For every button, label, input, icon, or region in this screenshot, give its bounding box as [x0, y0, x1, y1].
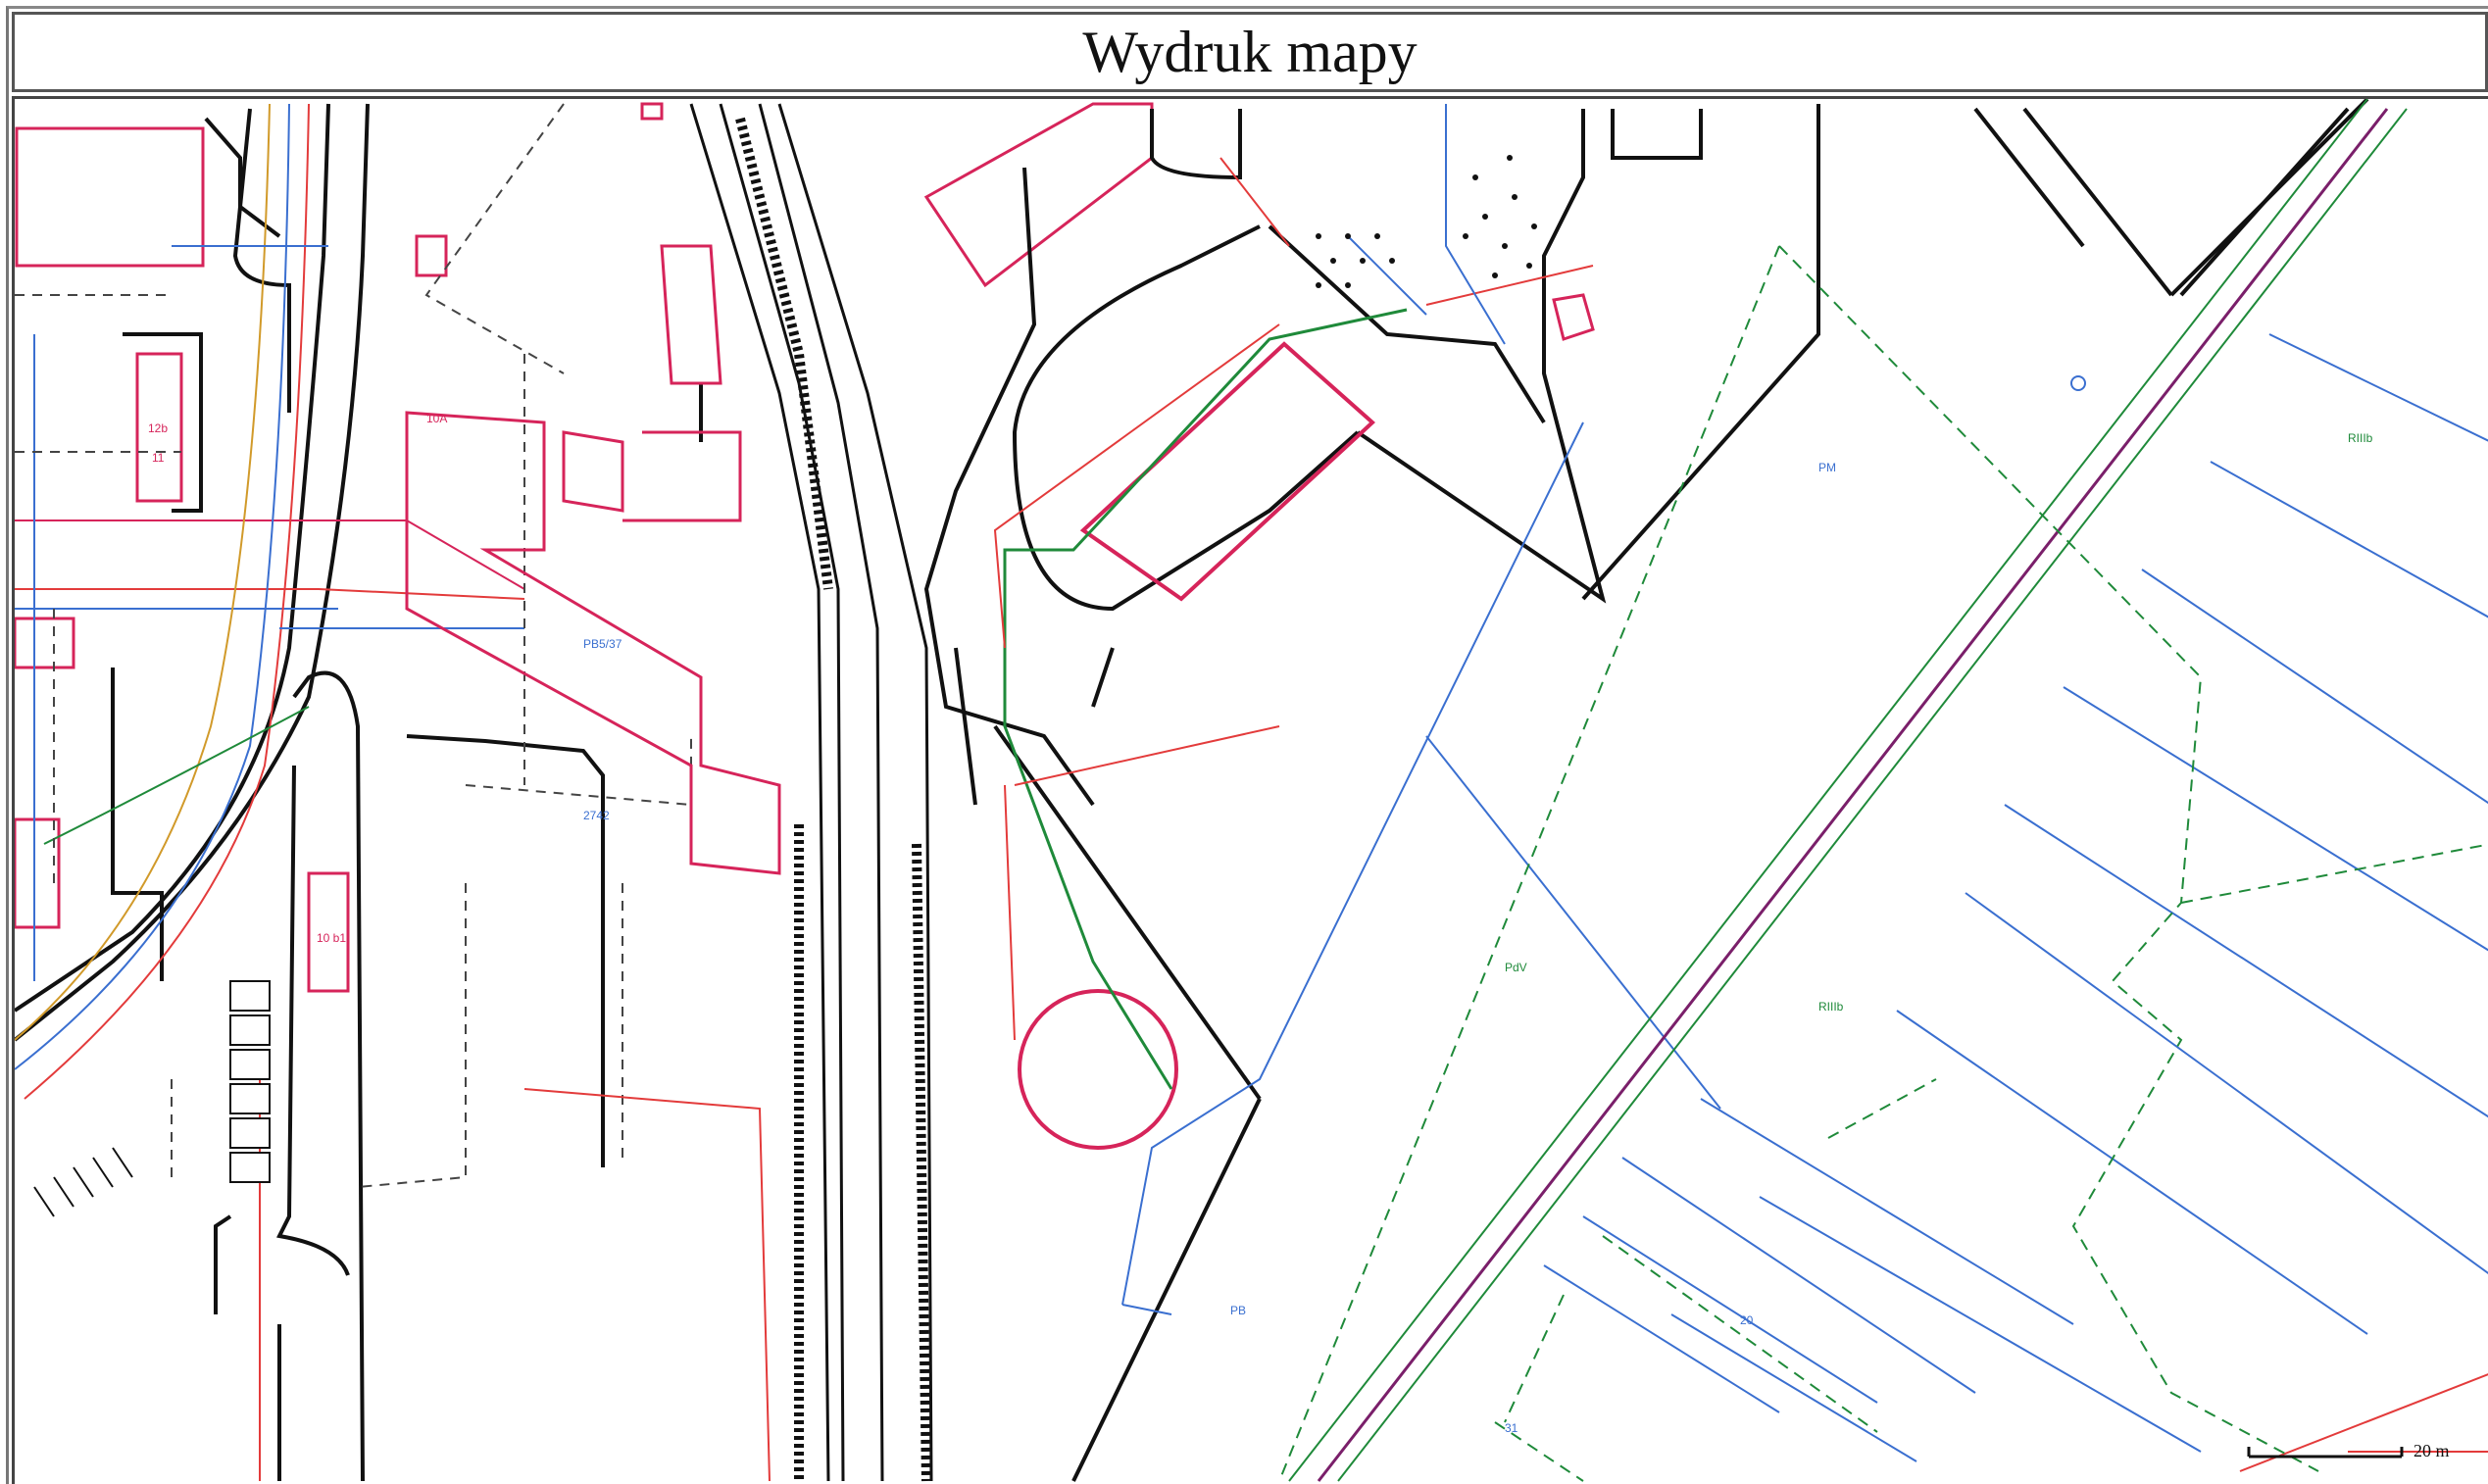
parcel-dashes-left [15, 103, 692, 1188]
title-bar: Wydruk mapy [12, 12, 2488, 92]
parcel-lines-blue [1121, 104, 2488, 1462]
rail-boundary [1288, 99, 2408, 1482]
garages [33, 980, 271, 1217]
label-pdv: PdV [1505, 961, 1527, 974]
road-center [923, 99, 2369, 1482]
page-frame [6, 6, 2488, 1484]
orchard-dots [1316, 155, 2086, 391]
sewer-center [523, 157, 2488, 1482]
label-2742: 2742 [583, 809, 610, 822]
label-rb2: RIIIb [2348, 431, 2373, 445]
map-canvas: 12b 11 10A 10 b1 2742 PB5/37 PM PdV PB R… [15, 99, 2488, 1482]
label-20: 20 [1740, 1313, 1754, 1327]
label-pb537: PB5/37 [583, 637, 622, 651]
map-viewport[interactable]: 12b 11 10A 10 b1 2742 PB5/37 PM PdV PB R… [12, 96, 2488, 1484]
boundary-dashes-right [1278, 245, 2488, 1482]
scale-label: 20 m [2413, 1441, 2450, 1460]
label-10b: 10 b1 [317, 931, 346, 945]
label-pm: PM [1818, 461, 1836, 474]
building-main [1018, 341, 1375, 1150]
map-labels: 12b 11 10A 10 b1 2742 PB5/37 PM PdV PB R… [148, 412, 2373, 1435]
roads-left [15, 103, 703, 1482]
gas-line [1003, 308, 1408, 1090]
railway [689, 103, 933, 1482]
label-12b: 12b [148, 421, 168, 435]
label-pb: PB [1230, 1304, 1246, 1317]
utility-lines-left [15, 103, 525, 1481]
label-10a: 10A [426, 412, 447, 425]
scale-bar [2247, 1447, 2404, 1459]
buildings-center [405, 102, 1595, 875]
buildings-left [15, 126, 448, 993]
label-11: 11 [152, 451, 165, 465]
page-title: Wydruk mapy [1082, 19, 1418, 84]
label-31: 31 [1505, 1421, 1518, 1435]
label-rb1: RIIIb [1818, 1000, 1844, 1014]
